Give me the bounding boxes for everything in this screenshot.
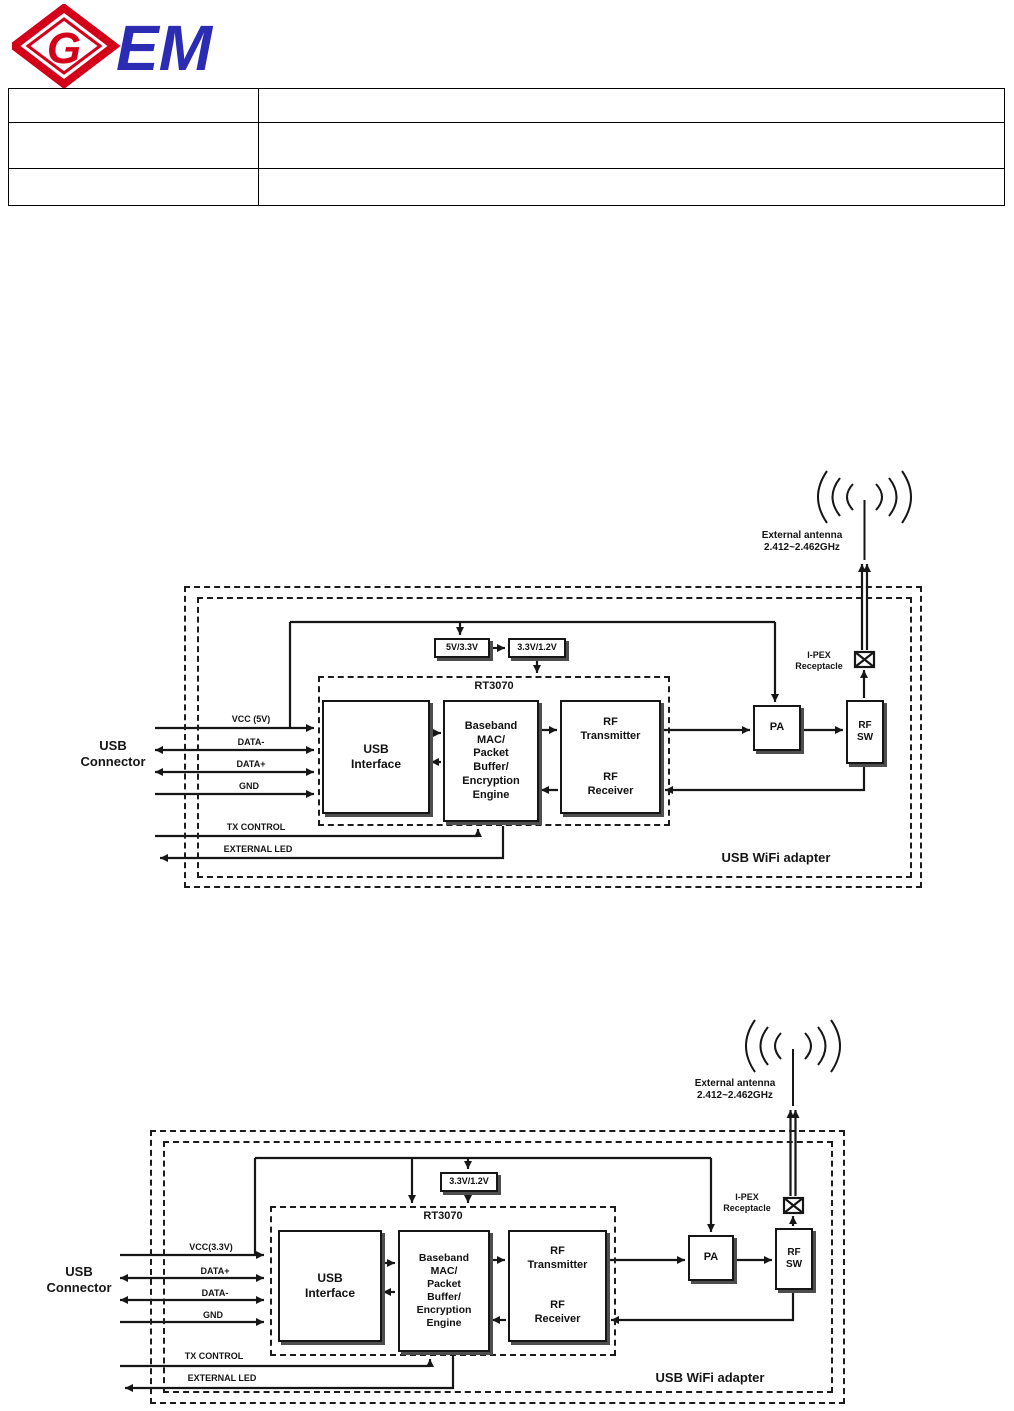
adapter-outer-boundary	[184, 586, 922, 888]
pa-block: PA	[753, 705, 801, 751]
chip-label: RT3070	[423, 1210, 463, 1222]
tx-control-label: TX CONTROL	[184, 1351, 244, 1361]
usb-interface-block: USB Interface	[278, 1230, 382, 1342]
rf-block: RF Transmitter RF Receiver	[508, 1230, 607, 1342]
signal-gnd-label: GND	[239, 781, 259, 791]
signal-gnd-label: GND	[203, 1310, 223, 1320]
antenna-label: External antenna 2.412~2.462GHz	[761, 530, 843, 553]
adapter-label: USB WiFi adapter	[721, 850, 831, 865]
usb-connector-label: USB Connector	[80, 738, 146, 769]
signal-data-minus-label: DATA-	[237, 737, 265, 747]
usb-connector-label: USB Connector	[46, 1264, 112, 1295]
antenna-label: External antenna 2.412~2.462GHz	[694, 1078, 776, 1101]
ipex-label: I-PEX Receptacle	[795, 650, 843, 671]
logo-diamond-inner-icon	[25, 17, 103, 75]
table-cell	[8, 168, 259, 206]
adapter-outer-boundary	[150, 1130, 845, 1404]
external-led-label: EXTERNAL LED	[223, 844, 293, 854]
pa-block: PA	[688, 1235, 734, 1281]
gem-logo: G EM	[12, 4, 214, 88]
baseband-block: Baseband MAC/ Packet Buffer/ Encryption …	[443, 700, 539, 822]
adapter-inner-boundary	[197, 597, 912, 878]
logo-letters-em: EM	[116, 12, 214, 84]
baseband-block: Baseband MAC/ Packet Buffer/ Encryption …	[398, 1230, 490, 1352]
regulator-3v3-1v2-block: 3.3V/1.2V	[508, 638, 566, 658]
rt3070-chip-boundary	[270, 1206, 616, 1356]
rf-receiver-label: RF Receiver	[534, 1299, 581, 1325]
external-led-label: EXTERNAL LED	[187, 1373, 257, 1383]
rf-receiver-label: RF Receiver	[587, 770, 634, 797]
adapter-inner-boundary	[163, 1141, 833, 1393]
header-table	[8, 88, 1005, 206]
table-cell	[258, 122, 1005, 169]
ipex-label: I-PEX Receptacle	[723, 1192, 771, 1213]
regulator-3v3-1v2-block: 3.3V/1.2V	[440, 1172, 498, 1192]
tx-control-label: TX CONTROL	[226, 822, 286, 832]
rt3070-chip-boundary	[318, 676, 670, 826]
signal-vcc-label: VCC(3.3V)	[189, 1242, 233, 1252]
signal-data-plus-label: DATA+	[236, 759, 266, 769]
signal-data-minus-label: DATA-	[201, 1288, 229, 1298]
table-cell	[8, 122, 259, 169]
rf-transmitter-label: RF Transmitter	[527, 1245, 588, 1271]
rf-switch-block: RF SW	[775, 1228, 813, 1290]
table-cell	[258, 88, 1005, 123]
regulator-5v-3v3-block: 5V/3.3V	[434, 638, 490, 658]
signal-vcc-label: VCC (5V)	[231, 714, 271, 724]
logo-diamond-icon	[12, 4, 121, 88]
rf-switch-block: RF SW	[846, 700, 884, 764]
chip-label: RT3070	[474, 680, 514, 692]
signal-data-plus-label: DATA+	[200, 1266, 230, 1276]
usb-interface-block: USB Interface	[322, 700, 430, 814]
logo-letter-g: G	[47, 24, 81, 73]
table-cell	[258, 168, 1005, 206]
adapter-label: USB WiFi adapter	[655, 1370, 765, 1385]
table-cell	[8, 88, 259, 123]
rf-block: RF Transmitter RF Receiver	[560, 700, 661, 814]
rf-transmitter-label: RF Transmitter	[580, 715, 641, 742]
